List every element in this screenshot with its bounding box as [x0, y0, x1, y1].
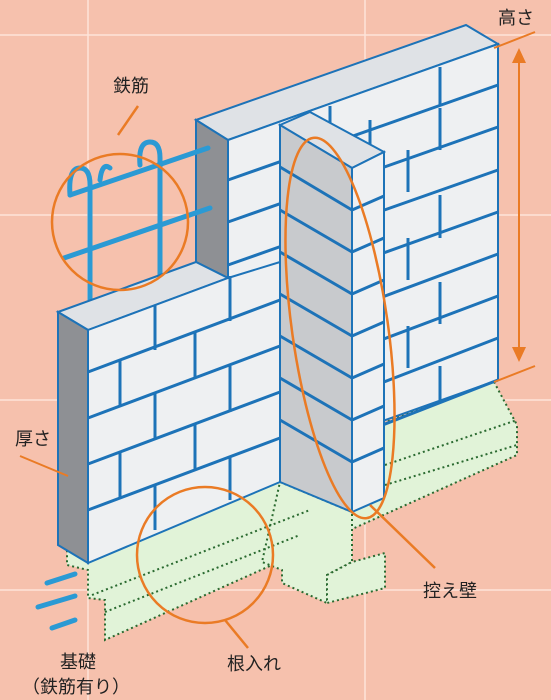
buttress-label: 控え壁 — [423, 581, 477, 602]
embedment-callout-leader — [224, 619, 249, 649]
upper-wall-end — [195, 118, 229, 280]
foundation-rebar — [35, 571, 78, 631]
height-dimension — [493, 31, 536, 383]
callouts — [50, 105, 436, 649]
rebar-cage — [61, 139, 213, 303]
foundation-note-label: （鉄筋有り） — [22, 677, 130, 698]
rebar-callout-leader — [116, 105, 140, 136]
foundation — [66, 378, 518, 642]
rebar-callout-circle — [50, 152, 190, 292]
buttress-front — [351, 150, 385, 514]
foundation-buttress-side — [326, 551, 386, 605]
rebar-label: 鉄筋 — [113, 76, 149, 97]
lower-wall-end — [57, 310, 89, 565]
embedment-label: 根入れ — [227, 654, 281, 675]
buttress-callout-ellipse — [284, 136, 396, 520]
lower-wall — [55, 260, 281, 565]
buttress-callout-leader — [369, 504, 436, 569]
foundation-label: 基礎 — [60, 652, 96, 673]
embedment-callout-circle — [135, 485, 275, 625]
thickness-marker — [19, 455, 69, 477]
height-label: 高さ — [498, 8, 534, 29]
thickness-label: 厚さ — [15, 429, 51, 450]
buttress — [277, 110, 387, 514]
foundation-buttress-footing — [260, 480, 353, 605]
